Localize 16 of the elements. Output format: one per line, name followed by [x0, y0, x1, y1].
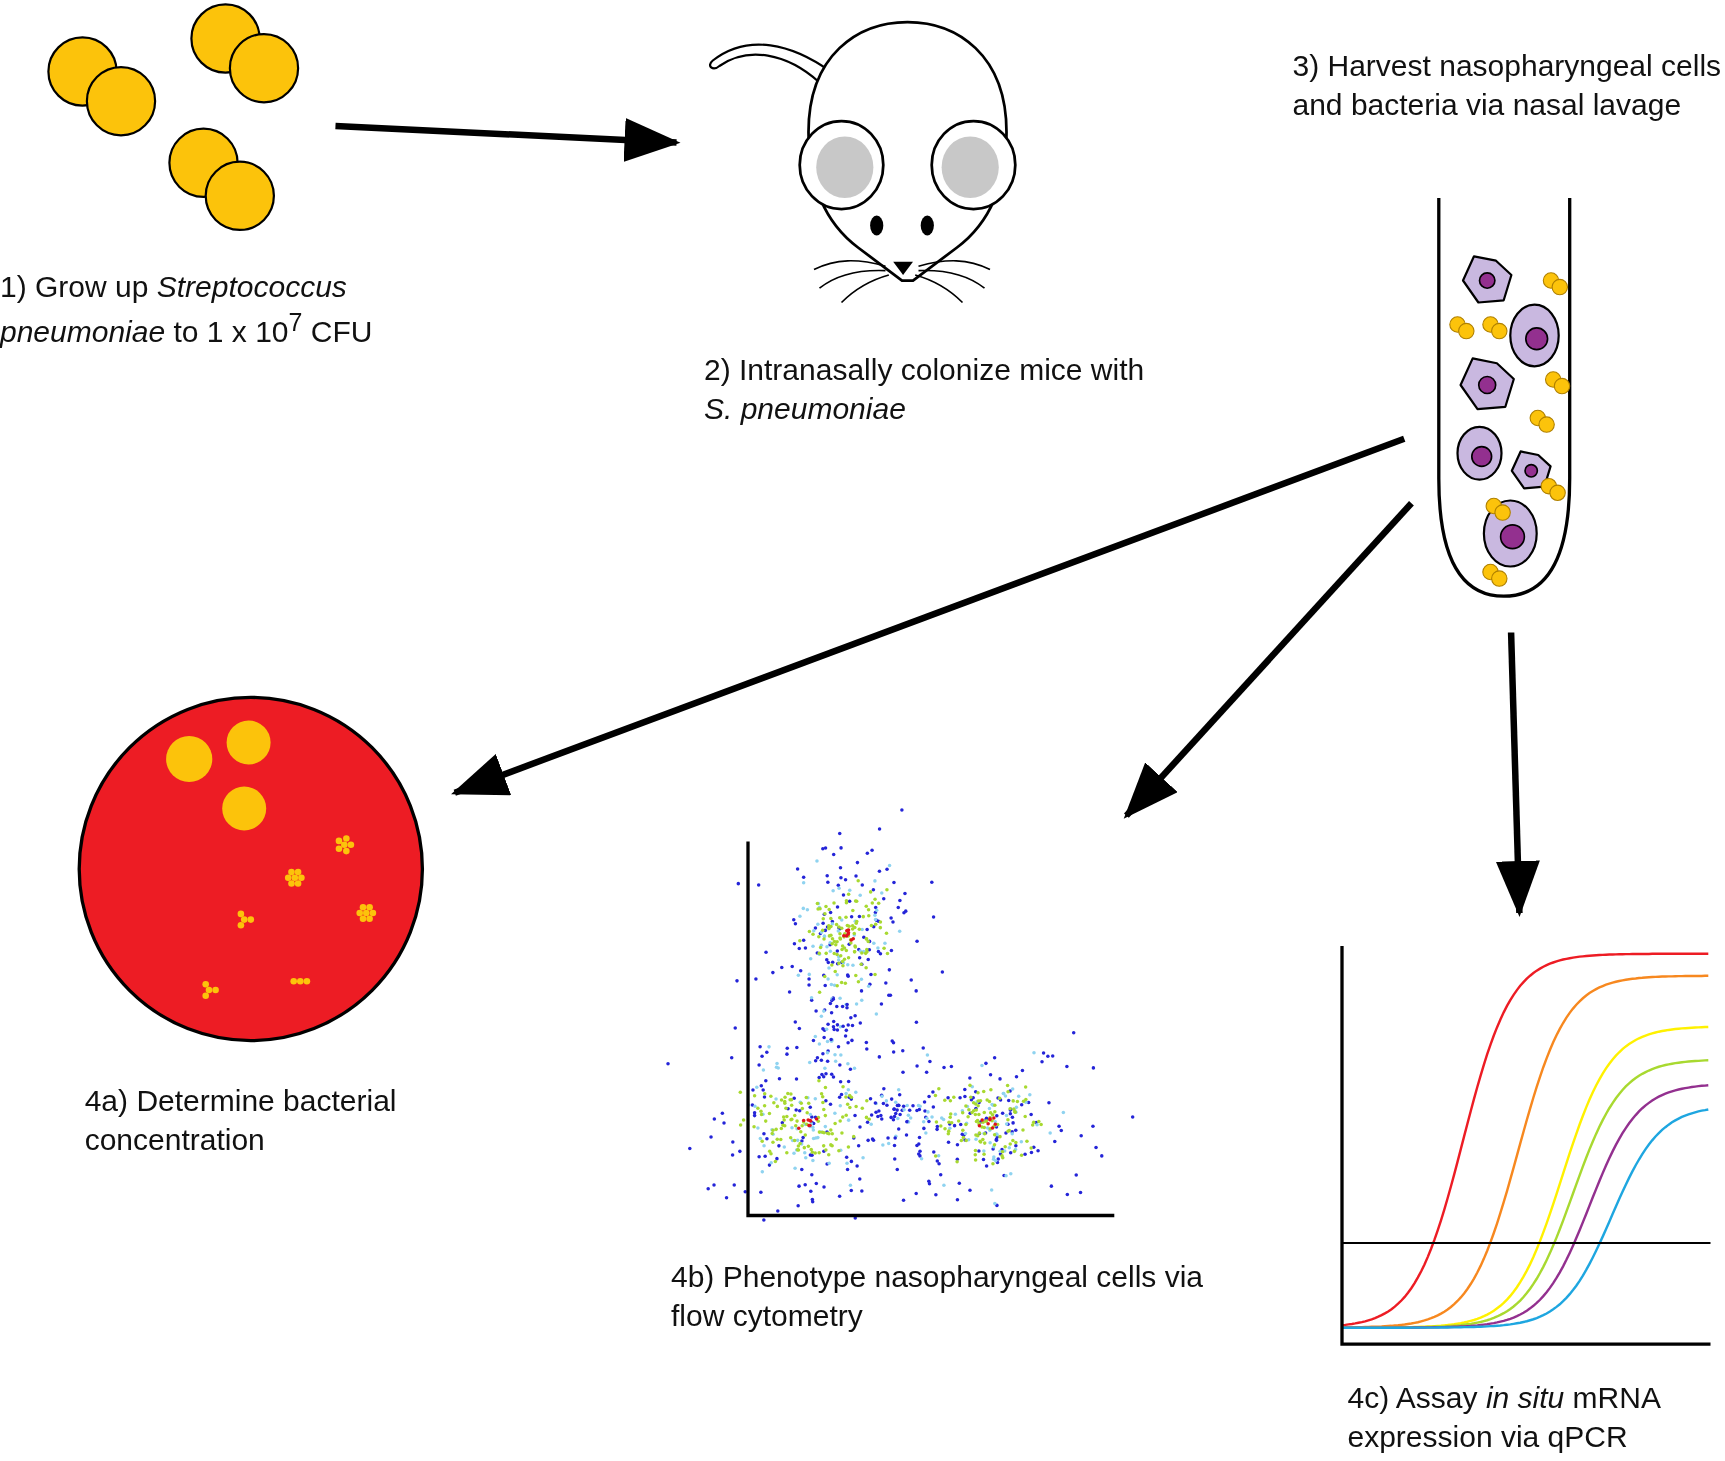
arrow	[1123, 501, 1414, 819]
agar-plate-drawing	[77, 695, 425, 1043]
step-caption: 2) Intranasally colonize mice with S. pneumoniae	[704, 351, 1146, 427]
arrow	[451, 435, 1406, 796]
step-caption: 3) Harvest nasopharyngeal cells and bacteria via nasal lavage	[1292, 48, 1723, 124]
collection-tube-drawing	[1437, 196, 1572, 598]
step-caption: 4a) Determine bacterial concentration	[84, 1083, 398, 1159]
qpcr-curve-drawing	[1340, 946, 1712, 1346]
arrow	[1495, 632, 1540, 917]
bacteria-drawing	[47, 3, 300, 231]
step-caption: 4c) Assay in situ mRNA expression via qPCR	[1347, 1380, 1661, 1456]
step-caption: 4b) Phenotype nasopharyngeal cells via flow cytometry	[671, 1259, 1205, 1335]
mouse-drawing	[709, 20, 1017, 304]
step-caption: 1) Grow up Streptococcus pneumoniae to 1 x 10$^{7}$ CFU	[0, 269, 374, 351]
arrow	[335, 118, 681, 162]
flow-cytometry-plot-drawing	[666, 808, 1135, 1222]
